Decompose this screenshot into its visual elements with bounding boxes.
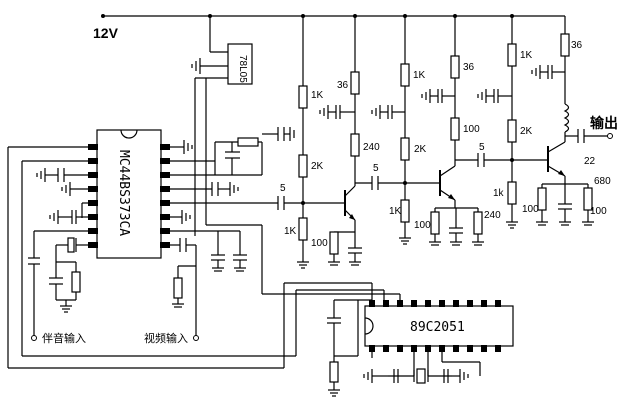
encoder-ic: MC44BS373CA xyxy=(88,129,170,259)
label-r-100-a: 100 xyxy=(311,238,328,249)
label-r-100-b: 100 xyxy=(463,124,480,135)
label-r-100-d: 100 xyxy=(522,204,539,215)
label-r-1k-a: 1K xyxy=(311,90,324,101)
stage3 xyxy=(477,16,613,229)
encoder-right-wiring xyxy=(170,78,401,341)
mcu-label: 89C2051 xyxy=(410,320,465,335)
audio-input-label: 伴音输入 xyxy=(42,331,86,345)
label-r-100-c: 100 xyxy=(414,220,431,231)
mcu-ic: 89C2051 xyxy=(364,300,514,352)
label-r-680: 680 xyxy=(594,176,611,187)
stage2 xyxy=(371,16,548,246)
regulator-78l05: 78L05 xyxy=(191,16,253,230)
label-c-5-a: 5 xyxy=(280,183,286,194)
regulator-label: 78L05 xyxy=(237,55,248,83)
encoder-left-wiring xyxy=(7,146,385,369)
mcu-wiring xyxy=(327,299,481,397)
label-r-1k-f: 1k xyxy=(493,188,505,199)
label-r-36-c: 36 xyxy=(571,40,583,51)
component-labels: 1K 2K 1K 36 240 100 1K 2K 1K 36 100 100 … xyxy=(280,40,611,249)
output-label: 输出 xyxy=(590,115,618,131)
label-r-36-a: 36 xyxy=(337,80,349,91)
label-c-5-b: 5 xyxy=(373,163,379,174)
label-r-1k-c: 1K xyxy=(413,70,426,81)
label-r-2k-a: 2K xyxy=(311,161,324,172)
encoder-label: MC44BS373CA xyxy=(116,150,131,236)
label-r-1k-b: 1K xyxy=(284,226,297,237)
label-r-36-b: 36 xyxy=(463,62,475,73)
label-r-2k-b: 2K xyxy=(414,144,427,155)
supply-rail xyxy=(101,14,565,18)
label-r-100-e: 100 xyxy=(590,206,607,217)
label-r-240-b: 240 xyxy=(484,210,501,221)
label-r-240-a: 240 xyxy=(363,142,380,153)
label-r-1k-d: 1K xyxy=(389,206,402,217)
label-r-1k-e: 1K xyxy=(520,50,533,61)
stage1 xyxy=(297,16,440,269)
label-c-22: 22 xyxy=(584,156,596,167)
label-r-2k-c: 2K xyxy=(520,126,533,137)
label-c-5-c: 5 xyxy=(479,142,485,153)
supply-label: 12V xyxy=(93,25,119,41)
video-input-label: 视频输入 xyxy=(144,331,188,345)
